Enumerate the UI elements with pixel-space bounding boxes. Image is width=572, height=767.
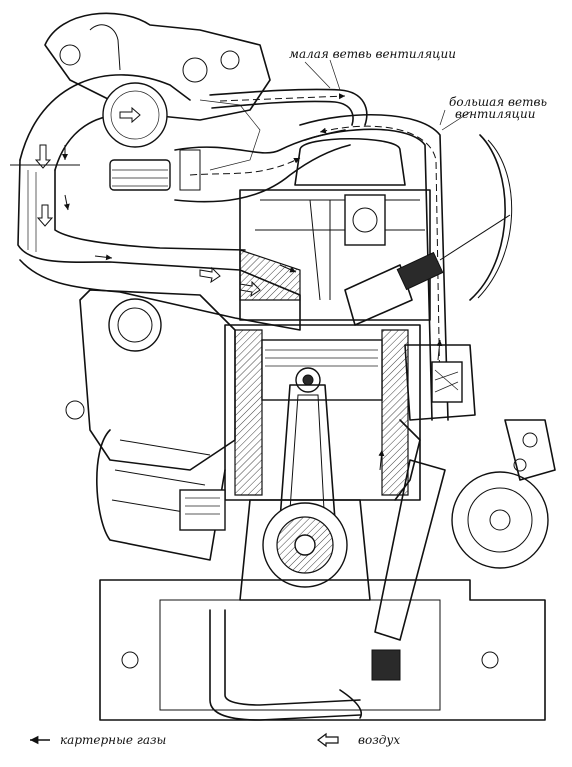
oil-dipstick-tube	[469, 134, 513, 301]
small-branch-label: малая ветвь вентиляции	[289, 47, 456, 61]
small-ventilation-branch	[209, 59, 368, 126]
small-branch-leader	[304, 61, 331, 89]
cylinder-block	[224, 324, 421, 501]
cylinder-head	[239, 137, 511, 326]
air-flow-arrows	[34, 106, 261, 298]
oil-sump	[99, 579, 546, 721]
crankcase-gas-arrows	[62, 145, 443, 471]
air-legend-icon	[317, 732, 339, 748]
oil-pump-area	[374, 419, 556, 641]
crankshaft	[239, 499, 371, 601]
big-branch-label-line1: большая ветвь	[449, 95, 547, 109]
crankcase-gas-legend-label: картерные газы	[60, 733, 167, 747]
left-lower-block	[65, 289, 236, 561]
oil-separator	[394, 344, 476, 501]
air-legend-label: воздух	[358, 733, 401, 747]
big-branch-leader	[441, 111, 471, 131]
throttle-assembly	[44, 12, 271, 191]
big-branch-label-line2: вентиляции	[455, 107, 536, 121]
crankcase-hose	[174, 129, 351, 203]
